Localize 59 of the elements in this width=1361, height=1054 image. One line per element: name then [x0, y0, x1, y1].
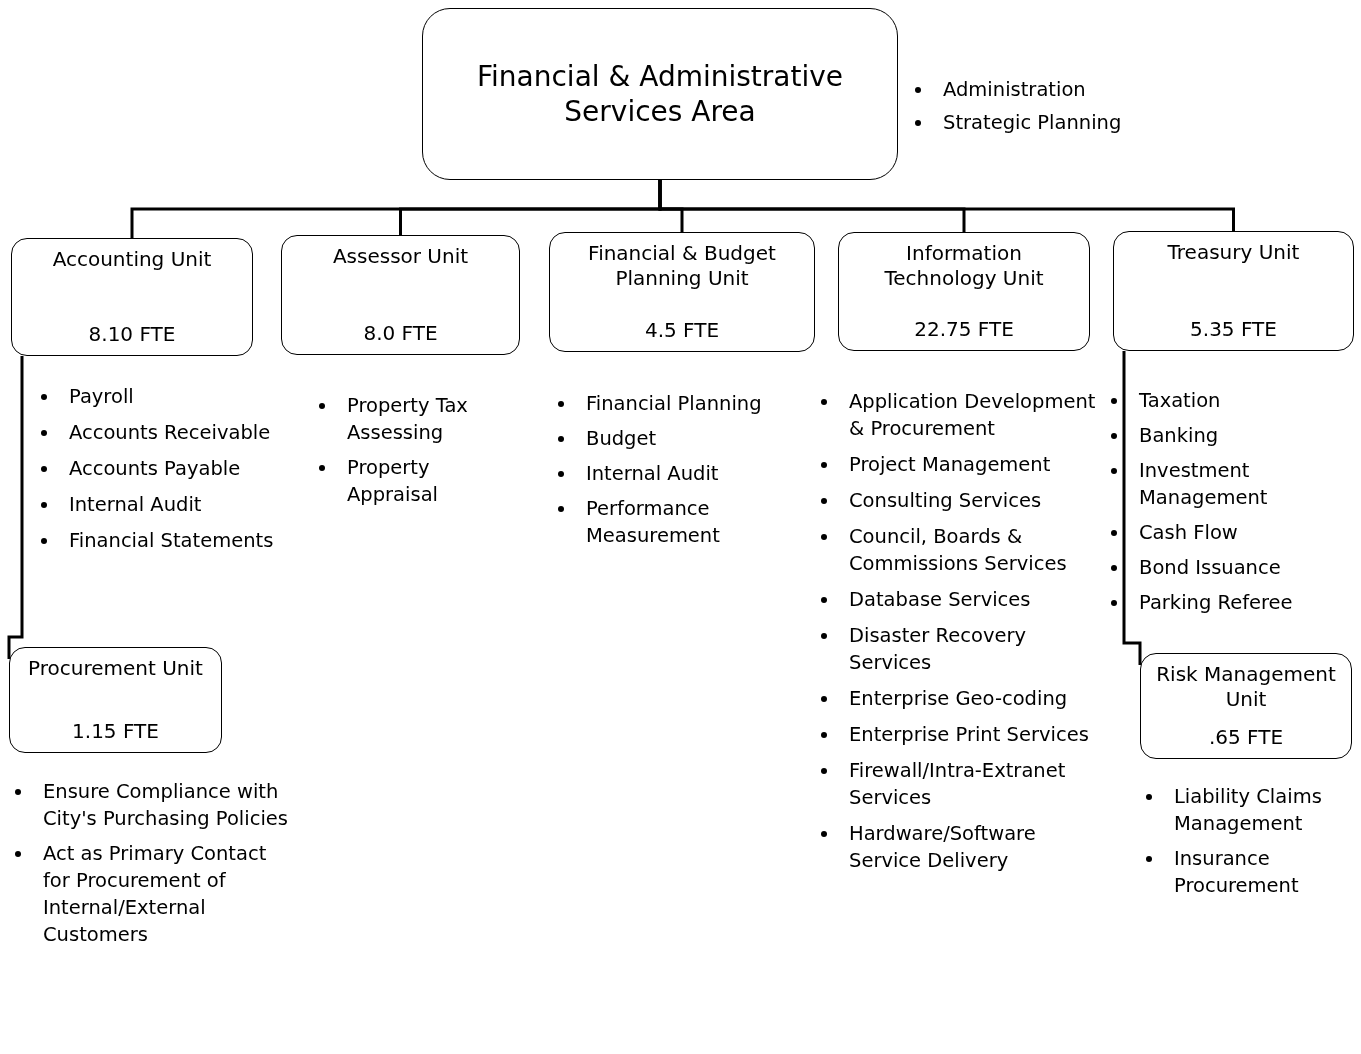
- duty-item: Financial Statements: [38, 527, 313, 554]
- connector-line: [658, 180, 1235, 231]
- unit-name: Accounting Unit: [52, 247, 212, 272]
- unit-box: [9, 647, 222, 753]
- duty-item: Property Appraisal: [316, 454, 516, 508]
- duty-item: Internal Audit: [38, 491, 313, 518]
- unit-box: [838, 232, 1090, 351]
- duty-item: Budget: [555, 425, 805, 452]
- fte-count: 4.5 FTE: [644, 318, 720, 343]
- unit-box: [281, 235, 520, 355]
- unit-name: Financial & Budget Planning Unit: [587, 241, 777, 291]
- unit-name: Procurement Unit: [28, 656, 203, 681]
- duty-item: Council, Boards & Commissions Services: [818, 523, 1108, 577]
- area-title: Financial & Administrative Services Area: [475, 59, 845, 129]
- fte-count: 8.0 FTE: [363, 321, 438, 346]
- duty-item: Property Tax Assessing: [316, 392, 516, 446]
- fte-count: 8.10 FTE: [88, 322, 176, 347]
- duty-item: Application Development & Procurement: [818, 388, 1108, 442]
- duty-item: Accounts Payable: [38, 455, 313, 482]
- duty-item: Act as Primary Contact for Procurement of Internal/External Customers: [12, 840, 297, 948]
- unit-name: Risk Management Unit: [1155, 662, 1337, 712]
- fte-count: 22.75 FTE: [914, 317, 1014, 342]
- unit-box: [11, 238, 253, 356]
- duty-item: Taxation: [1108, 387, 1356, 414]
- duty-item: Disaster Recovery Services: [818, 622, 1108, 676]
- duty-item: Administration: [912, 76, 1232, 103]
- duty-item: Bond Issuance: [1108, 554, 1356, 581]
- duty-item: Investment Management: [1108, 457, 1356, 511]
- duty-item: Insurance Procurement: [1143, 845, 1358, 899]
- duty-item: Database Services: [818, 586, 1108, 613]
- duty-item: Payroll: [38, 383, 313, 410]
- duty-item: Firewall/Intra-Extranet Services: [818, 757, 1108, 811]
- duty-item: Internal Audit: [555, 460, 805, 487]
- unit-box: [1140, 653, 1352, 759]
- duty-item: Performance Measurement: [555, 495, 805, 549]
- duty-item: Strategic Planning: [912, 109, 1232, 136]
- unit-name: Treasury Unit: [1167, 240, 1300, 265]
- fte-count: 1.15 FTE: [72, 719, 159, 744]
- duty-item: Liability Claims Management: [1143, 783, 1358, 837]
- duty-item: Cash Flow: [1108, 519, 1356, 546]
- duty-item: Financial Planning: [555, 390, 805, 417]
- duty-item: Consulting Services: [818, 487, 1108, 514]
- area-box: [422, 8, 898, 180]
- fte-count: .65 FTE: [1208, 725, 1284, 750]
- duty-item: Enterprise Print Services: [818, 721, 1108, 748]
- unit-box: [1113, 231, 1354, 351]
- duty-item: Accounts Receivable: [38, 419, 313, 446]
- duty-item: Ensure Compliance with City's Purchasing Policies: [12, 778, 297, 832]
- connector-line: [7, 356, 24, 659]
- duty-item: Project Management: [818, 451, 1108, 478]
- connector-line: [1122, 351, 1142, 665]
- unit-name: Assessor Unit: [332, 244, 469, 269]
- duty-item: Hardware/Software Service Delivery: [818, 820, 1108, 874]
- fte-count: 5.35 FTE: [1190, 317, 1277, 342]
- unit-name: Information Technology Unit: [883, 241, 1045, 291]
- unit-box: [549, 232, 815, 352]
- duty-item: Parking Referee: [1108, 589, 1356, 616]
- duty-item: Banking: [1108, 422, 1356, 449]
- duty-item: Enterprise Geo-coding: [818, 685, 1108, 712]
